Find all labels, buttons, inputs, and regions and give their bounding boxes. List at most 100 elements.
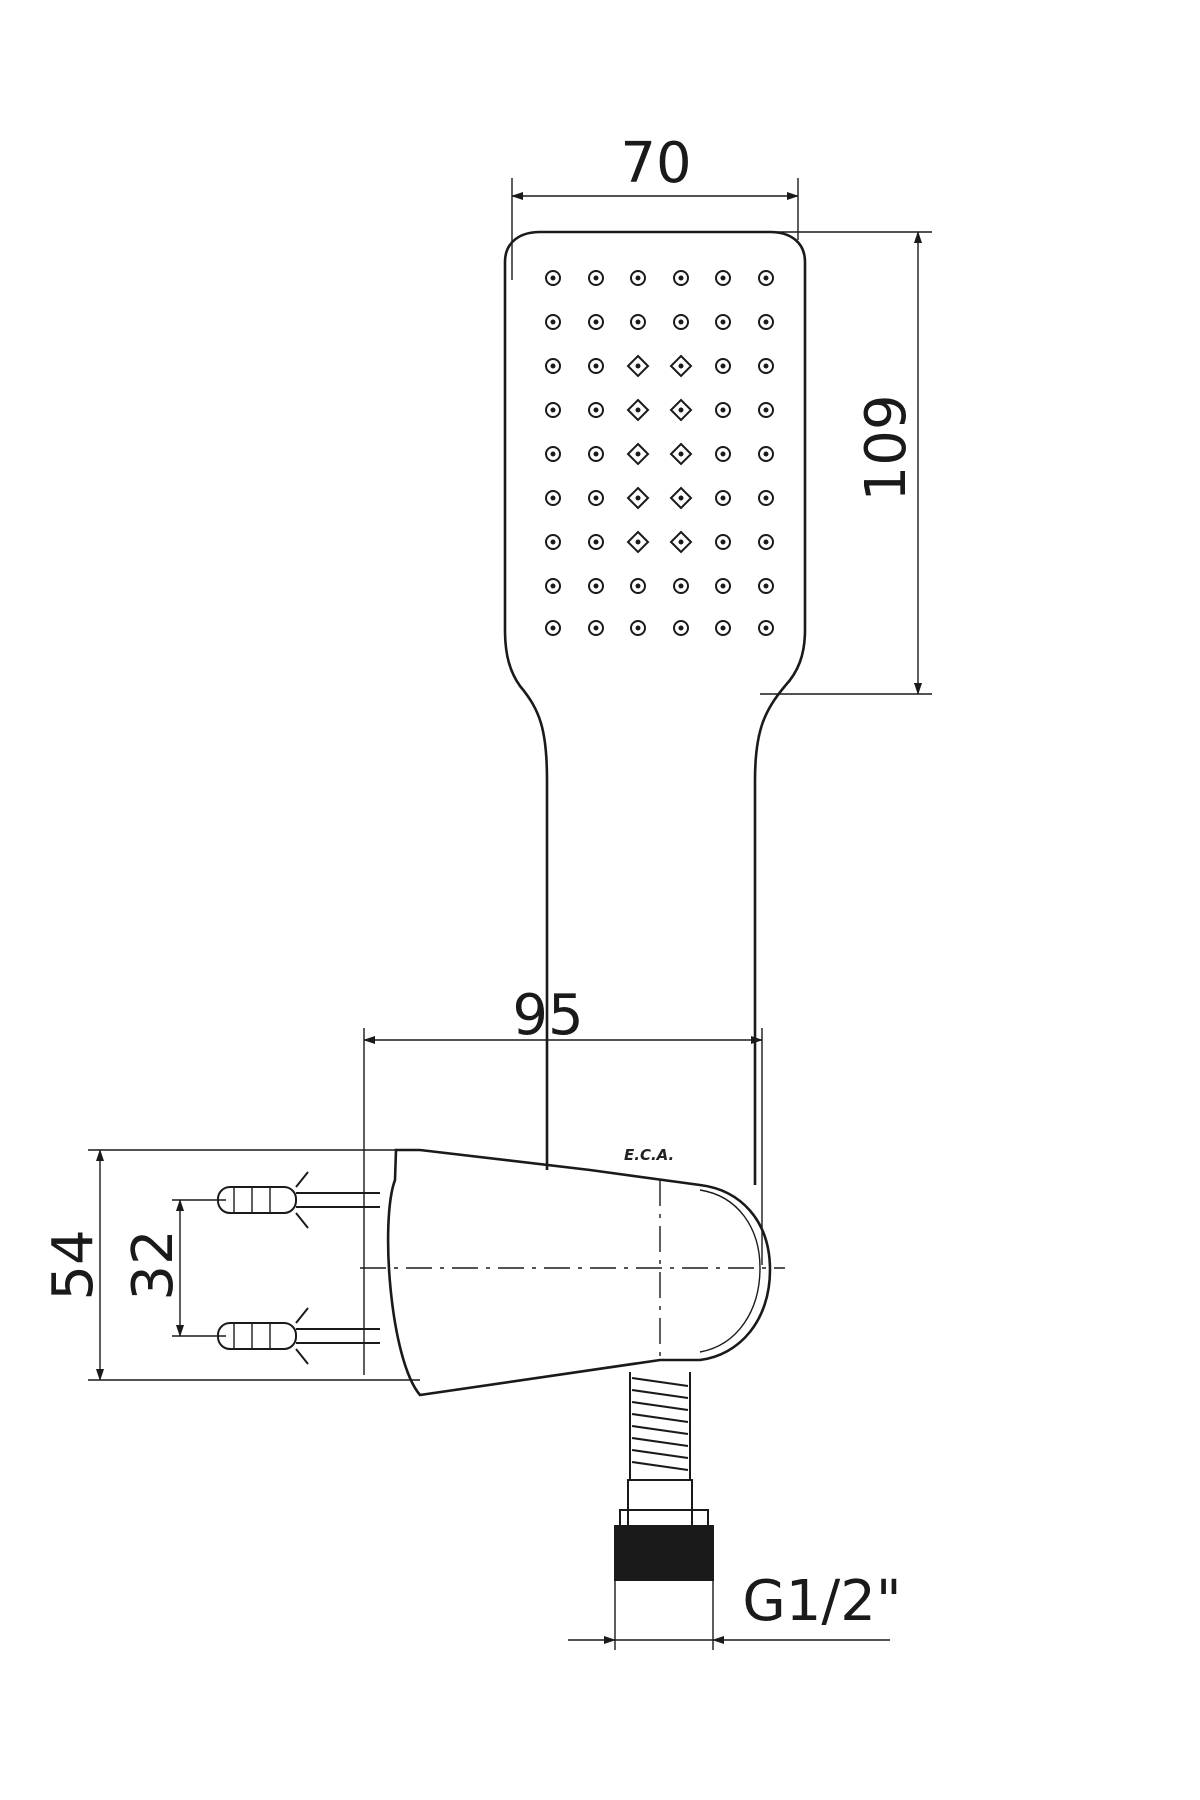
nozzle-ring: [545, 314, 561, 330]
nozzle-diamond-dot: [635, 495, 641, 501]
hose-coil: [631, 1401, 689, 1411]
nozzle-ring: [588, 490, 604, 506]
nozzle-ring: [588, 270, 604, 286]
nozzle-ring: [630, 620, 646, 636]
nozzle-dot: [763, 625, 769, 631]
dimension-screw-spacing: 32: [121, 1199, 226, 1337]
nozzle-dot: [720, 407, 726, 413]
hose-assembly: [614, 1372, 714, 1650]
nozzle-diamond: [626, 398, 650, 422]
nozzle-ring: [588, 402, 604, 418]
nozzle-diamond: [669, 398, 693, 422]
hose-coil: [631, 1461, 689, 1471]
dim-label-thread: G1/2": [742, 1569, 901, 1634]
nozzle-ring: [715, 578, 731, 594]
nozzle-diamond: [626, 442, 650, 466]
plug-threads-top: [217, 1186, 297, 1214]
nozzle-ring: [758, 314, 774, 330]
nozzle-ring: [545, 446, 561, 462]
nozzle-dot: [720, 583, 726, 589]
nozzle-diamond-dot: [678, 407, 684, 413]
plug-fins-top: [295, 1171, 309, 1229]
nozzle-dot: [593, 539, 599, 545]
nozzle-dot: [593, 625, 599, 631]
nozzle-ring: [715, 446, 731, 462]
nozzle-dot: [678, 583, 684, 589]
nozzle-diamond: [669, 442, 693, 466]
nozzle-dot: [593, 451, 599, 457]
nozzle-ring: [758, 402, 774, 418]
nozzle-ring: [630, 270, 646, 286]
nozzle-dot: [550, 451, 556, 457]
nozzle-dot: [678, 275, 684, 281]
hose-ferrule: [627, 1479, 693, 1527]
nozzle-dot: [720, 625, 726, 631]
dimension-head-height: 109: [760, 231, 932, 695]
dimension-holder-height: 54: [41, 1149, 420, 1381]
nozzle-ring: [715, 534, 731, 550]
nozzle-ring: [588, 446, 604, 462]
nozzle-ring: [758, 358, 774, 374]
nozzle-dot: [720, 275, 726, 281]
nozzle-ring: [588, 314, 604, 330]
nozzle-dot: [763, 583, 769, 589]
nozzle-diamond-dot: [635, 407, 641, 413]
dimension-head-width: 70: [511, 131, 799, 280]
plug-threads-bottom: [217, 1322, 297, 1350]
nozzle-ring: [758, 578, 774, 594]
nozzle-ring: [715, 620, 731, 636]
nozzle-dot: [763, 363, 769, 369]
nozzle-dot: [635, 625, 641, 631]
nozzle-ring: [715, 270, 731, 286]
dim-label-70: 70: [620, 131, 691, 196]
nozzle-ring: [545, 402, 561, 418]
nozzle-dot: [763, 275, 769, 281]
nozzle-ring: [715, 358, 731, 374]
nozzle-dot: [763, 319, 769, 325]
nozzle-dot: [635, 275, 641, 281]
nozzle-ring: [758, 534, 774, 550]
wall-holder: E.C.A.: [217, 1146, 785, 1397]
nozzle-dot: [550, 407, 556, 413]
nozzle-dot: [550, 319, 556, 325]
nozzle-ring: [758, 446, 774, 462]
nozzle-ring: [588, 620, 604, 636]
nozzle-ring: [588, 578, 604, 594]
nozzle-dot: [550, 539, 556, 545]
nozzle-diamond: [626, 354, 650, 378]
nozzle-diamond-dot: [635, 363, 641, 369]
nozzle-ring: [758, 270, 774, 286]
hose-coil: [631, 1425, 689, 1435]
nozzle-ring: [545, 578, 561, 594]
dimension-thread: G1/2": [568, 1569, 902, 1644]
hose-nut: [614, 1525, 714, 1581]
hose-nut-collar: [619, 1509, 709, 1527]
nozzle-diamond-dot: [635, 451, 641, 457]
nozzle-dot: [593, 275, 599, 281]
nozzle-dot: [635, 319, 641, 325]
nozzle-ring: [588, 534, 604, 550]
nozzle-ring: [545, 620, 561, 636]
nozzle-dot: [550, 275, 556, 281]
nozzle-dot: [593, 407, 599, 413]
nozzle-diamond: [626, 530, 650, 554]
dim-label-95: 95: [512, 983, 583, 1048]
nozzle-dot: [593, 363, 599, 369]
nozzle-ring: [673, 578, 689, 594]
nozzle-ring: [758, 490, 774, 506]
nozzle-ring: [630, 578, 646, 594]
dim-label-32: 32: [121, 1229, 186, 1300]
nozzle-ring: [545, 270, 561, 286]
nozzle-diamond: [669, 530, 693, 554]
nozzle-dot: [720, 363, 726, 369]
nozzle-ring: [588, 358, 604, 374]
hose-coil: [631, 1377, 689, 1387]
hose-coil: [631, 1449, 689, 1459]
nozzle-dot: [635, 583, 641, 589]
nozzle-dot: [763, 407, 769, 413]
nozzle-dot: [720, 451, 726, 457]
nozzle-ring: [545, 534, 561, 550]
dim-label-109: 109: [854, 395, 919, 502]
nozzle-diamond: [669, 354, 693, 378]
nozzle-diamond-dot: [678, 451, 684, 457]
